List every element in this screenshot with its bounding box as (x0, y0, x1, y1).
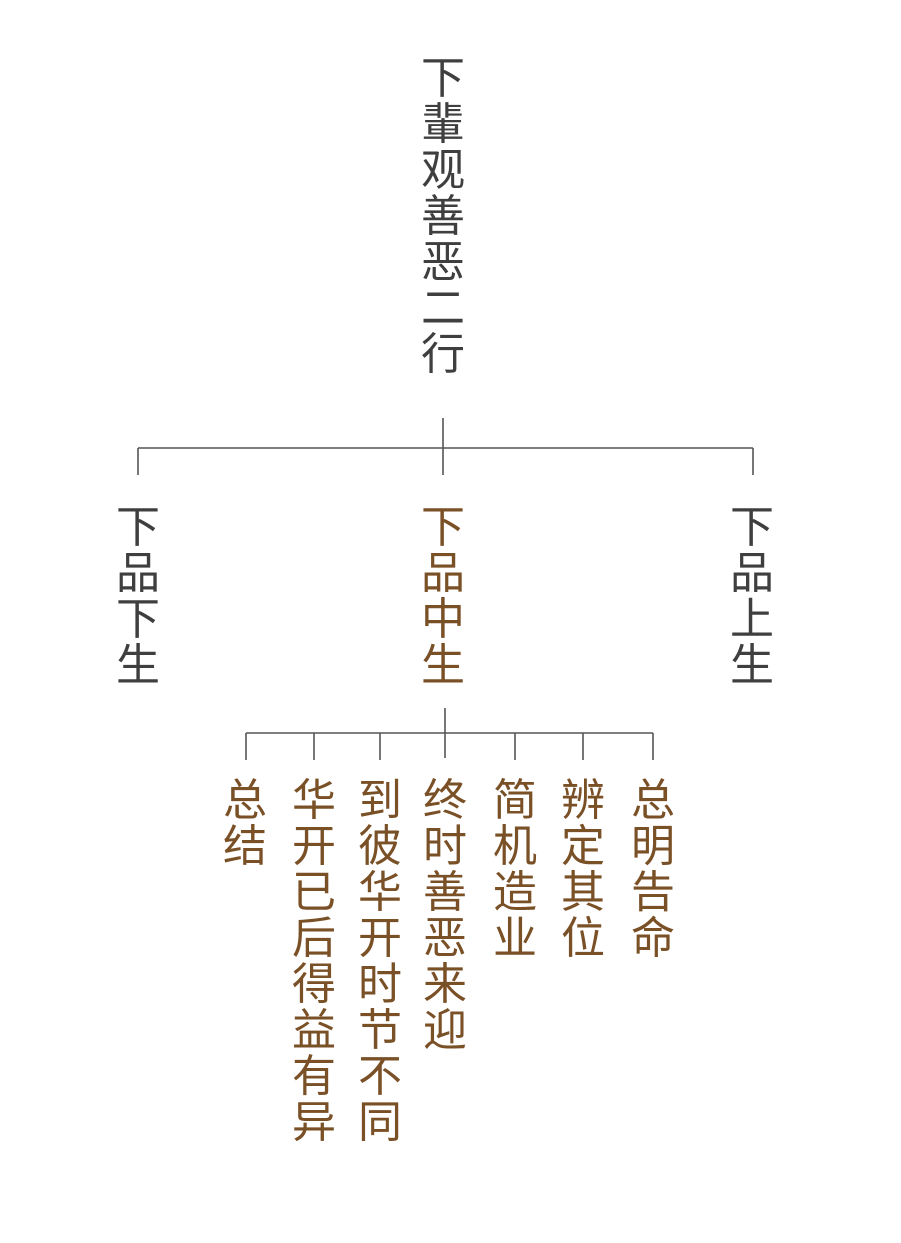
root-node: 下輩观善恶二行 (421, 53, 465, 380)
leaf-instruction: 总明告命 (631, 775, 675, 964)
leaf-benefits: 华开已后得益有异 (292, 775, 336, 1148)
node-xiapin-shangsheng: 下品上生 (730, 502, 774, 691)
leaf-summary: 总结 (223, 775, 267, 872)
leaf-timing: 到彼华开时节不同 (358, 775, 402, 1148)
leaf-karma: 简机造业 (493, 775, 537, 964)
leaf-welcome: 终时善恶来迎 (423, 775, 467, 1056)
leaf-position: 辨定其位 (561, 775, 605, 964)
node-xiapin-xiasheng: 下品下生 (116, 502, 160, 691)
node-xiapin-zhongsheng: 下品中生 (421, 502, 465, 691)
